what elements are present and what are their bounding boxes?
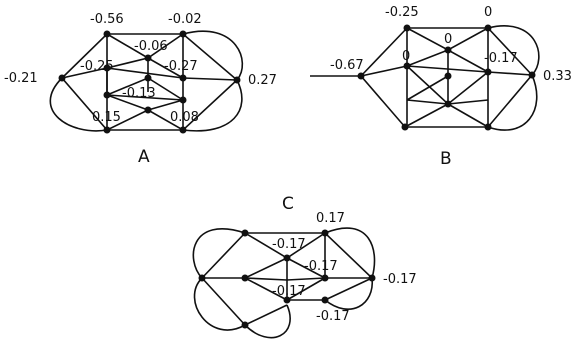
- graph-a-label-lmid: -0.25: [80, 59, 114, 74]
- graph-a-label-right: 0.27: [248, 73, 277, 88]
- graph-a-label-center: -0.06: [134, 39, 168, 54]
- graph-b-label-tl: -0.25: [385, 5, 419, 20]
- graph-b-label-rmid: -0.17: [484, 51, 518, 66]
- graph-b-node: [444, 100, 452, 108]
- graph-b-label-tr: 0: [484, 5, 492, 20]
- graph-c-node: [321, 274, 329, 282]
- graph-b-label-lmid: 0: [402, 49, 410, 64]
- graph-a-label-left: -0.21: [4, 71, 38, 86]
- graph-a-node: [103, 64, 111, 72]
- graph-a-node: [103, 91, 111, 99]
- graph-a-label-tr: -0.02: [168, 12, 202, 27]
- graph-c-nodes: [198, 229, 376, 329]
- graph-a-node: [103, 30, 111, 38]
- graph-c-label-tr: 0.17: [316, 211, 345, 226]
- graph-b-node: [484, 123, 492, 131]
- graph-b-node: [484, 68, 492, 76]
- graph-a-node: [144, 54, 152, 62]
- graph-c-node: [368, 274, 376, 282]
- graph-b-node: [484, 24, 492, 32]
- graph-a-label-lowmid: -0.13: [122, 86, 156, 101]
- graph-c-label-c: -0.17: [272, 284, 306, 299]
- graph-b-nodes: [357, 24, 536, 131]
- graph-c-title: C: [282, 194, 294, 214]
- graph-c-node: [283, 254, 291, 262]
- graph-c-node: [321, 229, 329, 237]
- graph-c-node: [241, 229, 249, 237]
- graph-a-node: [233, 76, 241, 84]
- graph-a-title: A: [138, 147, 150, 167]
- graph-c-node: [321, 296, 329, 304]
- graph-a-node: [179, 74, 187, 82]
- graph-a-node: [144, 74, 152, 82]
- graph-b-node: [357, 72, 365, 80]
- graph-c-label-right: -0.17: [383, 272, 417, 287]
- graph-c-node: [241, 274, 249, 282]
- graph-a-node: [103, 126, 111, 134]
- graph-a-label-br: 0.08: [170, 110, 199, 125]
- graph-b: -0.25 0 0 -0.67 0 -0.17 0.33 B: [310, 5, 572, 169]
- graph-b-node: [444, 46, 452, 54]
- graph-c-label-b: -0.17: [304, 259, 338, 274]
- graph-b-label-left: -0.67: [330, 58, 364, 73]
- graph-b-node: [401, 123, 409, 131]
- graph-a-node: [179, 126, 187, 134]
- graph-c-node: [283, 296, 291, 304]
- graph-a: -0.56 -0.02 -0.06 -0.21 -0.25 -0.27 0.27…: [4, 12, 277, 167]
- graph-b-label-center: 0: [444, 32, 452, 47]
- graph-a-label-tl: -0.56: [90, 12, 124, 27]
- graph-b-node: [403, 24, 411, 32]
- graph-a-node: [179, 30, 187, 38]
- graph-c: 0.17 -0.17 -0.17 -0.17 -0.17 -0.17 C: [192, 194, 417, 339]
- graph-c-label-a: -0.17: [272, 237, 306, 252]
- graph-a-node: [58, 74, 66, 82]
- graph-a-nodes: [58, 30, 241, 134]
- graph-b-title: B: [440, 149, 452, 169]
- graph-b-node: [403, 62, 411, 70]
- graph-c-node: [198, 274, 206, 282]
- graph-a-node: [144, 106, 152, 114]
- graph-c-node: [241, 321, 249, 329]
- graph-c-label-d: -0.17: [316, 309, 350, 324]
- graph-b-node: [528, 71, 536, 79]
- graph-a-label-bl: 0.15: [92, 110, 121, 125]
- graph-b-label-right: 0.33: [543, 69, 572, 84]
- graph-a-label-rmid: -0.27: [164, 59, 198, 74]
- graph-b-node: [444, 72, 452, 80]
- graph-a-node: [179, 96, 187, 104]
